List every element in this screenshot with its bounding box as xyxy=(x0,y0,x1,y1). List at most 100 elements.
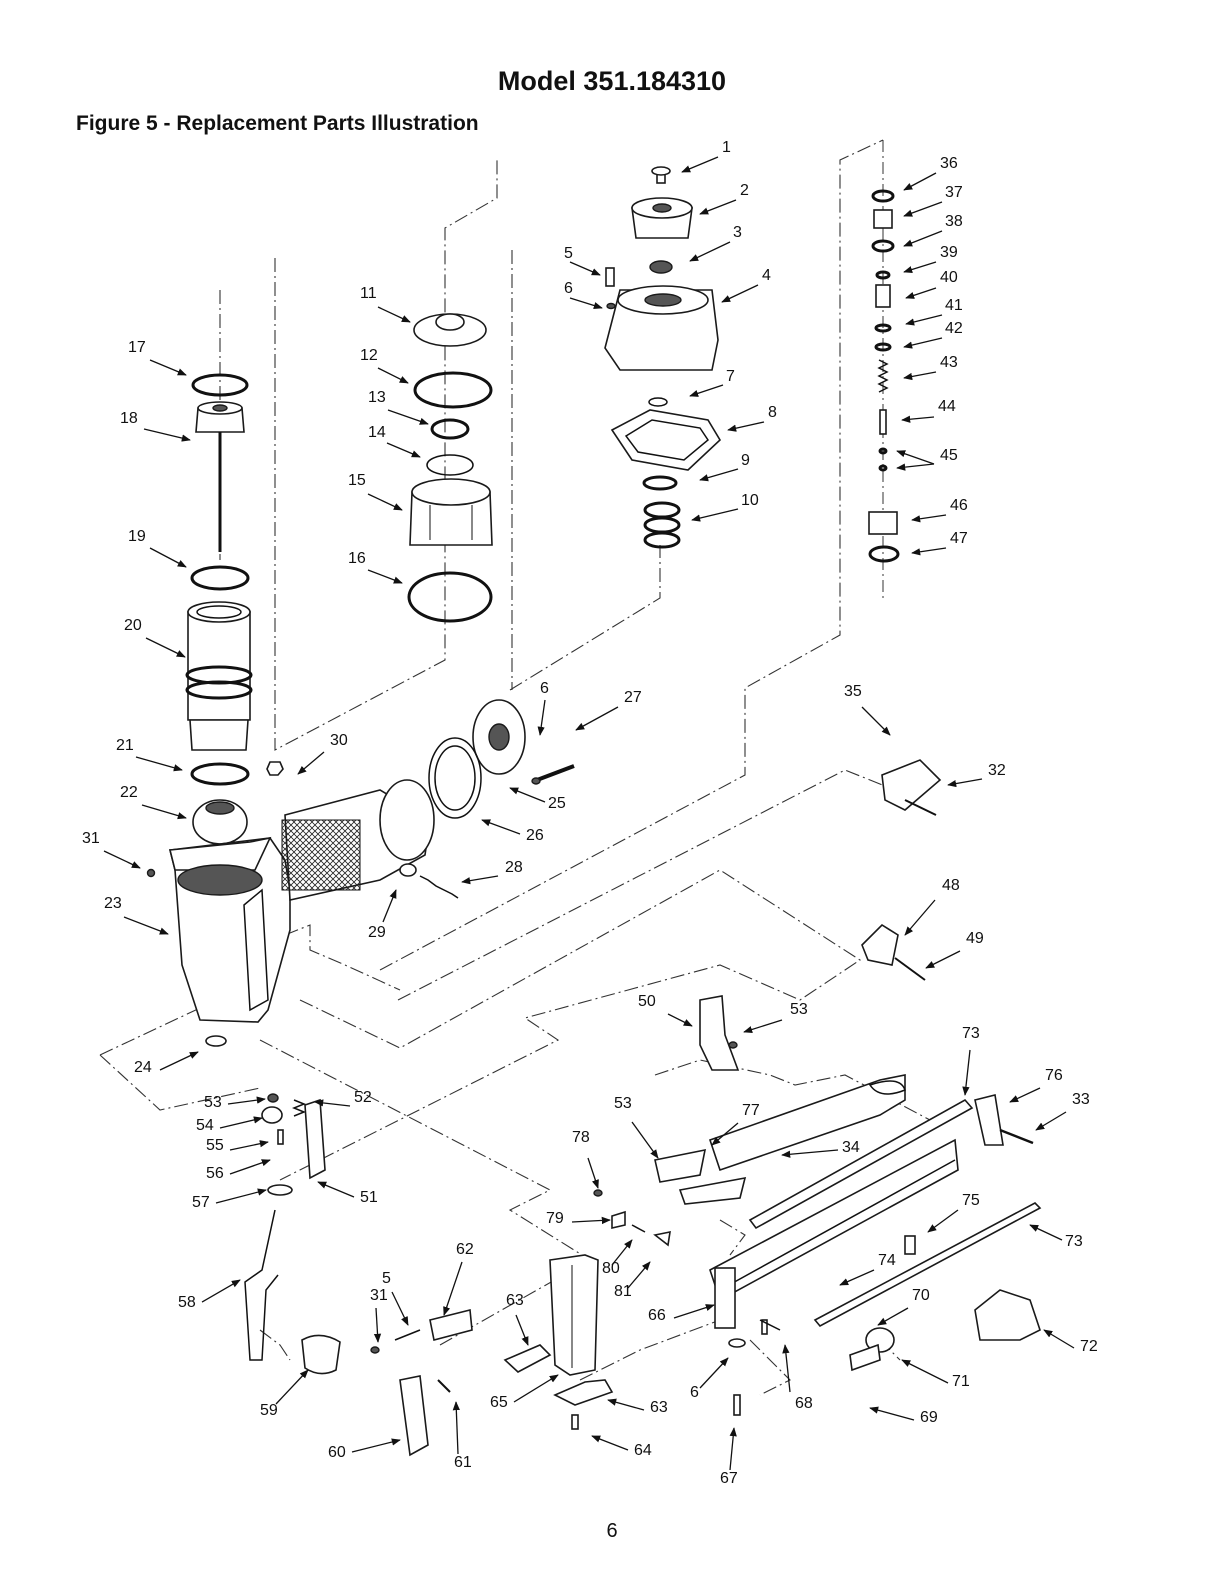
callout-label-14: 14 xyxy=(368,424,386,441)
latch-and-pin-parts xyxy=(699,759,942,1071)
callout-label-46: 46 xyxy=(950,497,968,514)
callout-label-16: 16 xyxy=(348,550,366,567)
callout-label-71: 71 xyxy=(952,1373,970,1390)
callout-label-47: 47 xyxy=(950,530,968,547)
callout-label-48: 48 xyxy=(942,877,960,894)
callout-labels: 1234567891011121314151617181920212223242… xyxy=(82,139,1098,1487)
callout-label-31b: 31 xyxy=(370,1287,388,1304)
callout-label-57: 57 xyxy=(192,1194,210,1211)
callout-arrow-6b xyxy=(537,699,546,736)
callout-label-62: 62 xyxy=(456,1241,474,1258)
callout-arrow-2 xyxy=(699,199,737,215)
callout-label-52: 52 xyxy=(354,1089,372,1106)
callout-label-79: 79 xyxy=(546,1210,564,1227)
callout-label-77: 77 xyxy=(742,1102,760,1119)
callout-arrow-36 xyxy=(903,172,937,191)
callout-label-27: 27 xyxy=(624,689,642,706)
callout-arrow-50 xyxy=(667,1013,693,1027)
callout-arrow-42 xyxy=(903,337,943,349)
callout-arrow-69 xyxy=(869,1406,915,1421)
callout-arrow-40 xyxy=(905,287,937,299)
callout-label-36: 36 xyxy=(940,155,958,172)
callout-arrow-73b xyxy=(1029,1224,1063,1241)
callout-label-59: 59 xyxy=(260,1402,278,1419)
callout-arrow-29 xyxy=(382,889,397,923)
callout-arrow-81 xyxy=(627,1261,651,1289)
callout-arrow-45-second xyxy=(896,463,935,471)
callout-arrow-24 xyxy=(159,1051,199,1071)
callout-label-34: 34 xyxy=(842,1139,860,1156)
callout-label-6c: 6 xyxy=(690,1384,699,1401)
callout-label-70: 70 xyxy=(912,1287,930,1304)
callout-label-80: 80 xyxy=(602,1260,620,1277)
callout-arrow-5b xyxy=(391,1291,409,1326)
callout-arrow-46 xyxy=(911,514,947,523)
callout-arrow-33 xyxy=(1035,1111,1067,1131)
callout-arrow-68 xyxy=(782,1344,791,1393)
callout-arrow-73a xyxy=(962,1049,971,1096)
callout-label-38: 38 xyxy=(945,213,963,230)
tool-housing xyxy=(146,761,435,1047)
callout-arrow-13 xyxy=(387,409,429,425)
callout-arrow-70 xyxy=(877,1307,909,1326)
callout-label-81: 81 xyxy=(614,1283,632,1300)
callout-label-19: 19 xyxy=(128,528,146,545)
callout-label-12: 12 xyxy=(360,347,378,364)
callout-arrow-54 xyxy=(219,1116,263,1129)
callout-label-23: 23 xyxy=(104,895,122,912)
callout-arrow-21 xyxy=(135,756,183,772)
callout-label-73a: 73 xyxy=(962,1025,980,1042)
magazine-assembly xyxy=(654,1074,1042,1372)
callout-arrow-52 xyxy=(314,1099,351,1107)
callout-label-76: 76 xyxy=(1045,1067,1063,1084)
callout-arrow-15 xyxy=(367,493,403,511)
callout-arrow-22 xyxy=(141,804,187,820)
callout-arrow-6c xyxy=(699,1357,729,1389)
callout-label-64: 64 xyxy=(634,1442,652,1459)
callout-arrow-9 xyxy=(699,468,739,482)
callout-label-6a: 6 xyxy=(564,280,573,297)
callout-arrow-41 xyxy=(905,314,943,326)
callout-label-72: 72 xyxy=(1080,1338,1098,1355)
callout-label-54: 54 xyxy=(196,1117,214,1134)
callout-label-5b: 5 xyxy=(382,1270,391,1287)
callout-arrow-72 xyxy=(1043,1329,1075,1349)
callout-label-58: 58 xyxy=(178,1294,196,1311)
callout-arrow-37 xyxy=(903,201,943,217)
callout-label-56: 56 xyxy=(206,1165,224,1182)
callout-label-33: 33 xyxy=(1072,1091,1090,1108)
callout-arrow-6a xyxy=(569,297,603,310)
callout-arrow-1 xyxy=(681,156,719,173)
callout-arrow-31b xyxy=(373,1307,382,1343)
callout-label-49: 49 xyxy=(966,930,984,947)
callout-label-3: 3 xyxy=(733,224,742,241)
callout-label-25: 25 xyxy=(548,795,566,812)
callout-arrow-35 xyxy=(861,706,891,736)
callout-label-1: 1 xyxy=(722,139,731,156)
callout-label-8: 8 xyxy=(768,404,777,421)
callout-label-13: 13 xyxy=(368,389,386,406)
callout-label-17: 17 xyxy=(128,339,146,356)
callout-arrow-61 xyxy=(452,1401,460,1455)
figure-title: Figure 5 - Replacement Parts Illustratio… xyxy=(76,112,479,135)
callout-label-9: 9 xyxy=(741,452,750,469)
callout-label-53c: 53 xyxy=(614,1095,632,1112)
callout-arrow-65 xyxy=(513,1374,559,1403)
callout-label-15: 15 xyxy=(348,472,366,489)
callout-arrow-12 xyxy=(377,367,409,384)
callout-label-73b: 73 xyxy=(1065,1233,1083,1250)
callout-arrow-4 xyxy=(721,284,759,303)
callout-arrow-47 xyxy=(911,547,947,556)
callout-label-53a: 53 xyxy=(790,1001,808,1018)
callout-arrow-71 xyxy=(901,1359,949,1384)
callout-arrow-62 xyxy=(443,1261,463,1316)
callout-label-66: 66 xyxy=(648,1307,666,1324)
callout-arrow-60 xyxy=(351,1438,401,1453)
callout-arrow-30 xyxy=(297,751,325,775)
callout-label-32: 32 xyxy=(988,762,1006,779)
callout-label-7: 7 xyxy=(726,368,735,385)
callout-label-68: 68 xyxy=(795,1395,813,1412)
callout-label-42: 42 xyxy=(945,320,963,337)
cap-assembly-parts xyxy=(604,166,722,549)
depth-adjust-parts xyxy=(244,1093,341,1375)
